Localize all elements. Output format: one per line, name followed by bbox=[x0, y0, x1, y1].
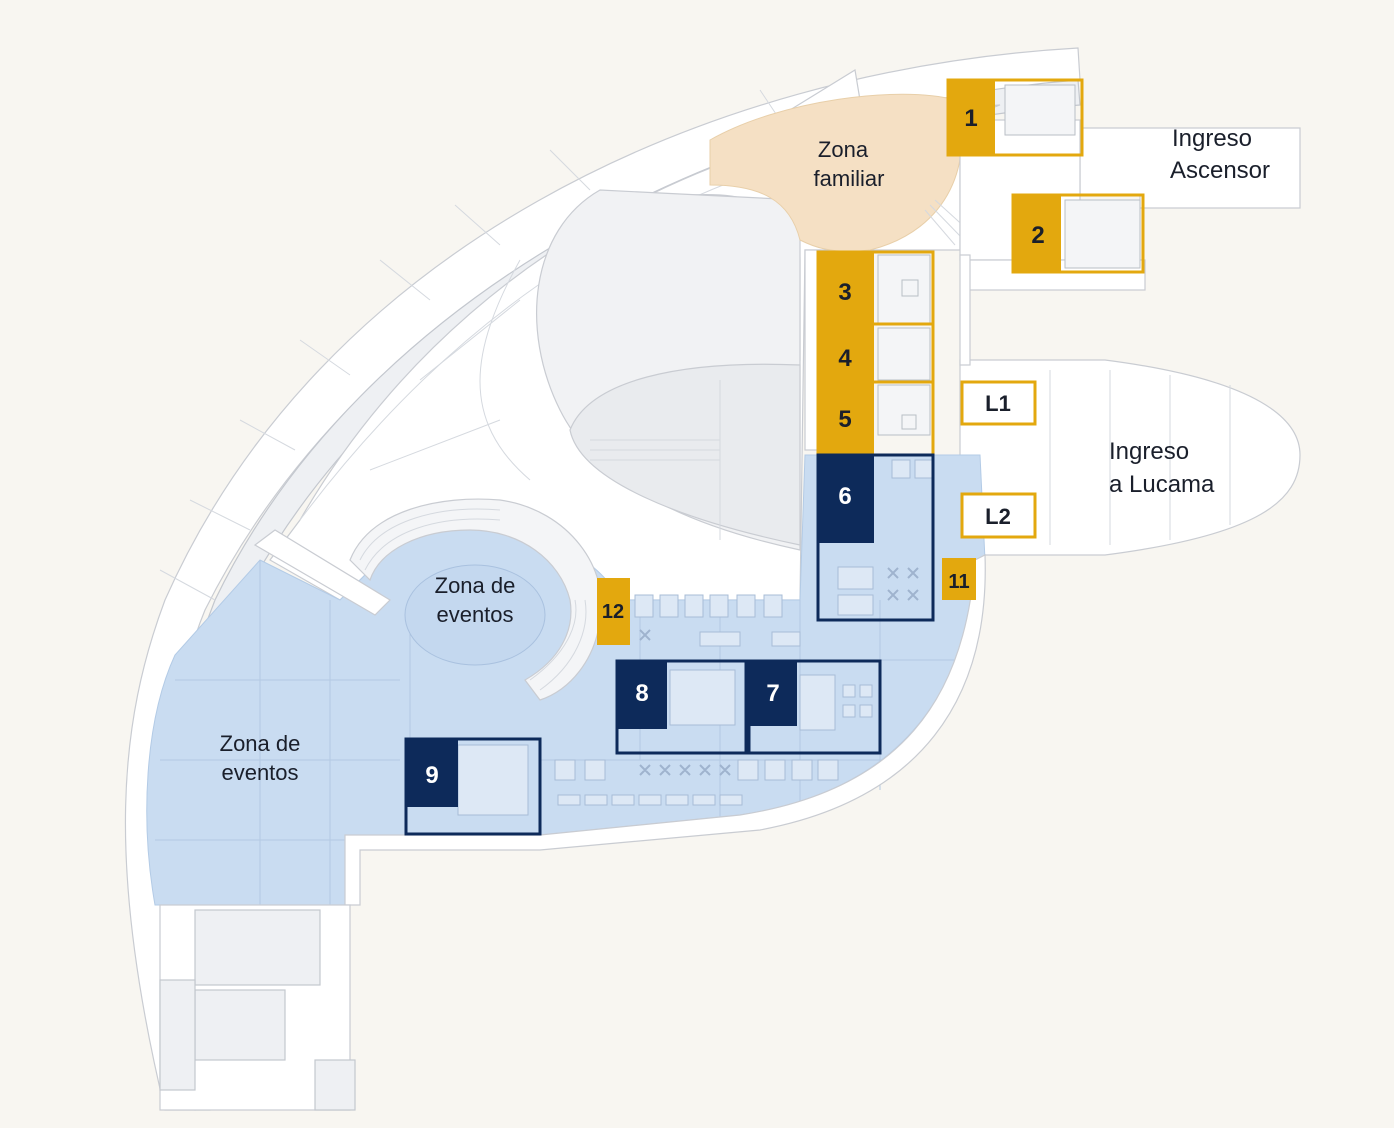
label-eventos-left-line1: Zona de bbox=[220, 731, 301, 756]
marker-l1[interactable]: L1 bbox=[960, 380, 1037, 426]
lower-block bbox=[159, 904, 356, 1111]
marker-12-label: 12 bbox=[602, 601, 624, 623]
label-ingreso-ascensor: Ingreso Ascensor bbox=[1170, 125, 1270, 184]
marker-3-label: 3 bbox=[838, 279, 851, 306]
marker-5[interactable]: 5 bbox=[816, 380, 935, 457]
label-ingreso-lucama-line2: a Lucama bbox=[1109, 471, 1215, 498]
marker-7[interactable]: 7 bbox=[747, 659, 882, 755]
marker-8-label: 8 bbox=[635, 680, 648, 707]
marker-1-label: 1 bbox=[964, 105, 977, 132]
marker-6-label: 6 bbox=[838, 483, 851, 510]
marker-11-label: 11 bbox=[948, 571, 969, 593]
marker-8[interactable]: 8 bbox=[615, 659, 748, 755]
marker-6[interactable]: 6 bbox=[816, 453, 935, 622]
label-eventos-center-line1: Zona de bbox=[435, 573, 516, 598]
label-zona-eventos-center: Zona de eventos bbox=[435, 573, 516, 627]
marker-4[interactable]: 4 bbox=[816, 322, 935, 384]
label-zona-familiar-line2: familiar bbox=[814, 166, 885, 191]
label-zona-eventos-left: Zona de eventos bbox=[220, 731, 301, 785]
label-ingreso-ascensor-line1: Ingreso bbox=[1172, 125, 1252, 152]
marker-2-label: 2 bbox=[1031, 222, 1044, 249]
marker-l1-label: L1 bbox=[985, 391, 1011, 416]
round-event-space bbox=[253, 498, 602, 701]
marker-7-label: 7 bbox=[766, 680, 779, 707]
label-ingreso-lucama: Ingreso a Lucama bbox=[1109, 438, 1215, 498]
label-zona-familiar: Zona familiar bbox=[814, 137, 885, 191]
marker-11[interactable]: 11 bbox=[942, 558, 976, 600]
label-ingreso-lucama-line1: Ingreso bbox=[1109, 438, 1189, 465]
label-eventos-left-line2: eventos bbox=[221, 760, 298, 785]
marker-5-label: 5 bbox=[838, 406, 851, 433]
marker-9-label: 9 bbox=[425, 762, 438, 789]
marker-9[interactable]: 9 bbox=[404, 737, 542, 836]
marker-l2[interactable]: L2 bbox=[960, 492, 1037, 539]
marker-12[interactable]: 12 bbox=[597, 578, 630, 645]
marker-3[interactable]: 3 bbox=[816, 250, 935, 326]
lucama-wing bbox=[959, 254, 1301, 556]
marker-1[interactable]: 1 bbox=[946, 78, 1084, 157]
marker-4-label: 4 bbox=[838, 345, 852, 372]
marker-l2-label: L2 bbox=[985, 504, 1011, 529]
label-ingreso-ascensor-line2: Ascensor bbox=[1170, 157, 1270, 184]
label-eventos-center-line2: eventos bbox=[436, 602, 513, 627]
label-zona-familiar-line1: Zona bbox=[818, 137, 869, 162]
marker-2[interactable]: 2 bbox=[1011, 193, 1145, 274]
furniture bbox=[457, 84, 1141, 816]
